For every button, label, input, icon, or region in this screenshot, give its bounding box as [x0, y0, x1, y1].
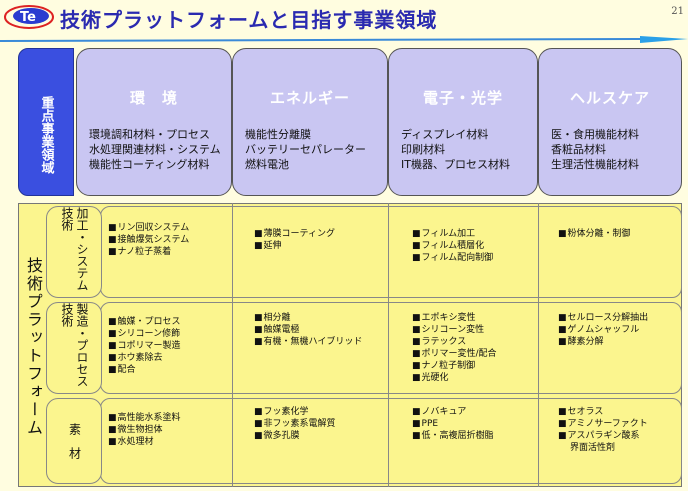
focus-domains-header: 重点事業領域: [18, 48, 74, 196]
domain-item: バッテリーセパレーター: [245, 143, 366, 156]
category-label: 加工・システム技術: [60, 207, 89, 291]
cell-materials-energy: フッ素化学 非フッ素系電解質 微多孔膜: [254, 406, 336, 442]
tech-item: ホウ素除去: [108, 352, 181, 364]
tech-item: 光硬化: [412, 372, 497, 384]
domain-title: 電子・光学: [422, 89, 503, 107]
cell-processing-energy: 薄膜コーティング 延伸: [254, 228, 335, 252]
tech-item: ナノ粒子制御: [412, 360, 497, 372]
tech-item: 相分離: [254, 312, 362, 324]
domain-item: 燃料電池: [245, 158, 289, 171]
tech-item: 非フッ素系電解質: [254, 418, 336, 430]
domain-item: 環境調和材料・プロセス: [89, 128, 210, 141]
column-divider: [232, 203, 233, 487]
cell-manufacturing-electronics: エポキシ変性 シリコーン変性 ラテックス ポリマー変性/配合 ナノ粒子制御 光硬…: [412, 312, 497, 384]
tech-item: フィルム加工: [412, 228, 493, 240]
tech-item: フッ素化学: [254, 406, 336, 418]
cell-materials-electronics: ノバキュア PPE 低・高複屈折樹脂: [412, 406, 494, 442]
column-divider: [538, 203, 539, 487]
category-materials: 素 材: [46, 398, 102, 484]
tech-item: アミノサーファクト: [558, 418, 648, 430]
domain-healthcare: ヘルスケア 医・食用機能材料 香粧品材料 生理活性機能材料: [538, 48, 682, 196]
tech-item: 水処理材: [108, 436, 181, 448]
tech-item: セオラス: [558, 406, 648, 418]
tech-item: ノバキュア: [412, 406, 494, 418]
cell-manufacturing-energy: 相分離 触媒電極 有機・無機ハイブリッド: [254, 312, 363, 348]
svg-text:Te: Te: [20, 10, 36, 25]
cell-processing-electronics: フィルム加工 フィルム積層化 フィルム配向制御: [412, 228, 494, 264]
domain-item: 機能性分離膜: [245, 128, 311, 141]
domain-item: IT機器、プロセス材料: [401, 158, 510, 171]
category-label: 製造・プロセス技術: [60, 303, 89, 387]
domain-electronics-optics: 電子・光学 ディスプレイ材料 印刷材料 IT機器、プロセス材料: [388, 48, 538, 196]
tech-item: アスパラギン酸系: [558, 430, 648, 442]
category-label: 素 材: [67, 423, 82, 459]
page-number: 21: [671, 6, 684, 17]
tech-item: 延伸: [254, 240, 335, 252]
category-processing-system: 加工・システム技術: [46, 206, 102, 298]
domain-item: 印刷材料: [401, 143, 445, 156]
focus-domains-label: 重点事業領域: [38, 96, 54, 174]
tech-item: コポリマー製造: [108, 340, 181, 352]
column-divider: [388, 203, 389, 487]
tech-item: 高性能水系塗料: [108, 412, 181, 424]
tech-item: シリコーン変性: [412, 324, 497, 336]
tech-item: 微多孔膜: [254, 430, 336, 442]
tech-item: 薄膜コーティング: [254, 228, 335, 240]
tech-item: ナノ粒子蒸着: [108, 246, 189, 258]
domain-energy: エネルギー 機能性分離膜 バッテリーセパレーター 燃料電池: [232, 48, 388, 196]
tech-item: フィルム配向制御: [412, 252, 494, 264]
domain-item: 生理活性機能材料: [551, 158, 639, 171]
tech-item: 界面活性剤: [570, 443, 616, 453]
tech-item: 低・高複屈折樹脂: [412, 430, 494, 442]
domain-title: 環 境: [129, 89, 178, 107]
tech-item: 微生物担体: [108, 424, 181, 436]
tech-item: ポリマー変性/配合: [412, 348, 497, 360]
domain-item: 医・食用機能材料: [551, 128, 639, 141]
tech-item: 有機・無機ハイブリッド: [254, 336, 363, 348]
domain-title: エネルギー: [269, 89, 350, 107]
cell-manufacturing-environment: 触媒・プロセス シリコーン修飾 コポリマー製造 ホウ素除去 配合: [108, 316, 181, 376]
cell-materials-environment: 高性能水系塗料 微生物担体 水処理材: [108, 412, 181, 448]
tech-item: 粉体分離・制御: [558, 228, 631, 240]
cell-materials-healthcare: セオラス アミノサーファクト アスパラギン酸系 界面活性剤: [558, 406, 648, 454]
technology-platform-label: 技術プラットフォーム: [24, 257, 43, 437]
domain-item: 香粧品材料: [551, 143, 606, 156]
domain-environment: 環 境 環境調和材料・プロセス 水処理関連材料・システム 機能性コーティング材料: [76, 48, 232, 196]
domain-title: ヘルスケア: [569, 89, 650, 107]
tech-item: ラテックス: [412, 336, 497, 348]
cell-processing-environment: リン回収システム 接触爆気システム ナノ粒子蒸着: [108, 222, 190, 258]
category-manufacturing-process: 製造・プロセス技術: [46, 302, 102, 394]
tech-item: シリコーン修飾: [108, 328, 181, 340]
tech-item: 触媒電極: [254, 324, 362, 336]
tech-item: フィルム積層化: [412, 240, 493, 252]
tech-item: エポキシ変性: [412, 312, 497, 324]
title-underline: [0, 36, 688, 43]
tech-item: リン回収システム: [108, 222, 190, 234]
page-title: 技術プラットフォームと目指す事業領域: [60, 8, 438, 32]
domain-item: 機能性コーティング材料: [89, 158, 210, 171]
tech-item: PPE: [412, 418, 494, 430]
tech-item: 酵素分解: [558, 336, 648, 348]
tech-item: 配合: [108, 364, 181, 376]
tech-item: 触媒・プロセス: [108, 316, 181, 328]
tech-item: 接触爆気システム: [108, 234, 190, 246]
domain-item: 水処理関連材料・システム: [89, 143, 221, 156]
cell-processing-healthcare: 粉体分離・制御: [558, 228, 631, 240]
tech-item: ゲノムシャッフル: [558, 324, 648, 336]
domain-item: ディスプレイ材料: [401, 128, 489, 141]
cell-manufacturing-healthcare: セルロース分解抽出 ゲノムシャッフル 酵素分解: [558, 312, 649, 348]
tech-item: セルロース分解抽出: [558, 312, 649, 324]
company-logo: Te: [4, 5, 54, 29]
